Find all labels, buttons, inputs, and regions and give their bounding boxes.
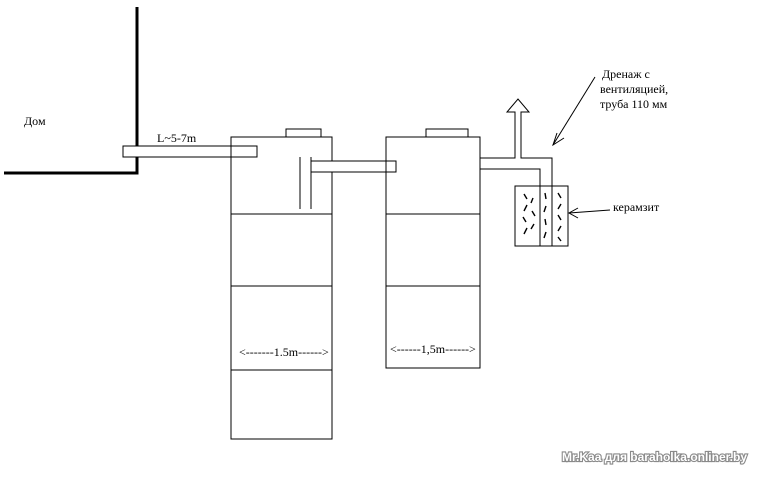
drain-label-line-3: труба 110 мм bbox=[600, 97, 668, 111]
septic-tank-1 bbox=[230, 136, 333, 440]
drain-label-line-1: Дренаж с bbox=[602, 67, 650, 81]
house-outline bbox=[4, 7, 139, 175]
tank-1-hatch bbox=[285, 128, 322, 138]
drain-label-line-2: вентиляцией, bbox=[600, 82, 668, 96]
tank-2-hatch bbox=[425, 128, 469, 138]
inlet-pipe-end bbox=[230, 145, 258, 158]
expanded-clay-marks bbox=[522, 192, 562, 242]
connecting-pipe bbox=[310, 160, 397, 173]
tank-2-width-label: <------1,5m------> bbox=[390, 342, 476, 356]
drainage-pipe-inside bbox=[539, 186, 553, 246]
filler-label: керамзит bbox=[613, 200, 660, 214]
drain-label-arrow bbox=[552, 76, 596, 147]
house-label: Дом bbox=[24, 114, 46, 128]
tank-1-width-label: <-------1.5m------> bbox=[239, 345, 329, 359]
septic-tank-2 bbox=[385, 136, 481, 369]
outlet-pipe bbox=[480, 98, 553, 186]
pipe-length-label: L~5-7m bbox=[157, 131, 197, 145]
drainage-filter-box bbox=[514, 185, 569, 247]
filler-label-arrow bbox=[567, 207, 611, 219]
connecting-pipe-end bbox=[385, 160, 397, 173]
watermark-text: Mr.Kaa для baraholka.onliner.by bbox=[562, 450, 747, 464]
overflow-tee-pipe bbox=[299, 157, 312, 209]
